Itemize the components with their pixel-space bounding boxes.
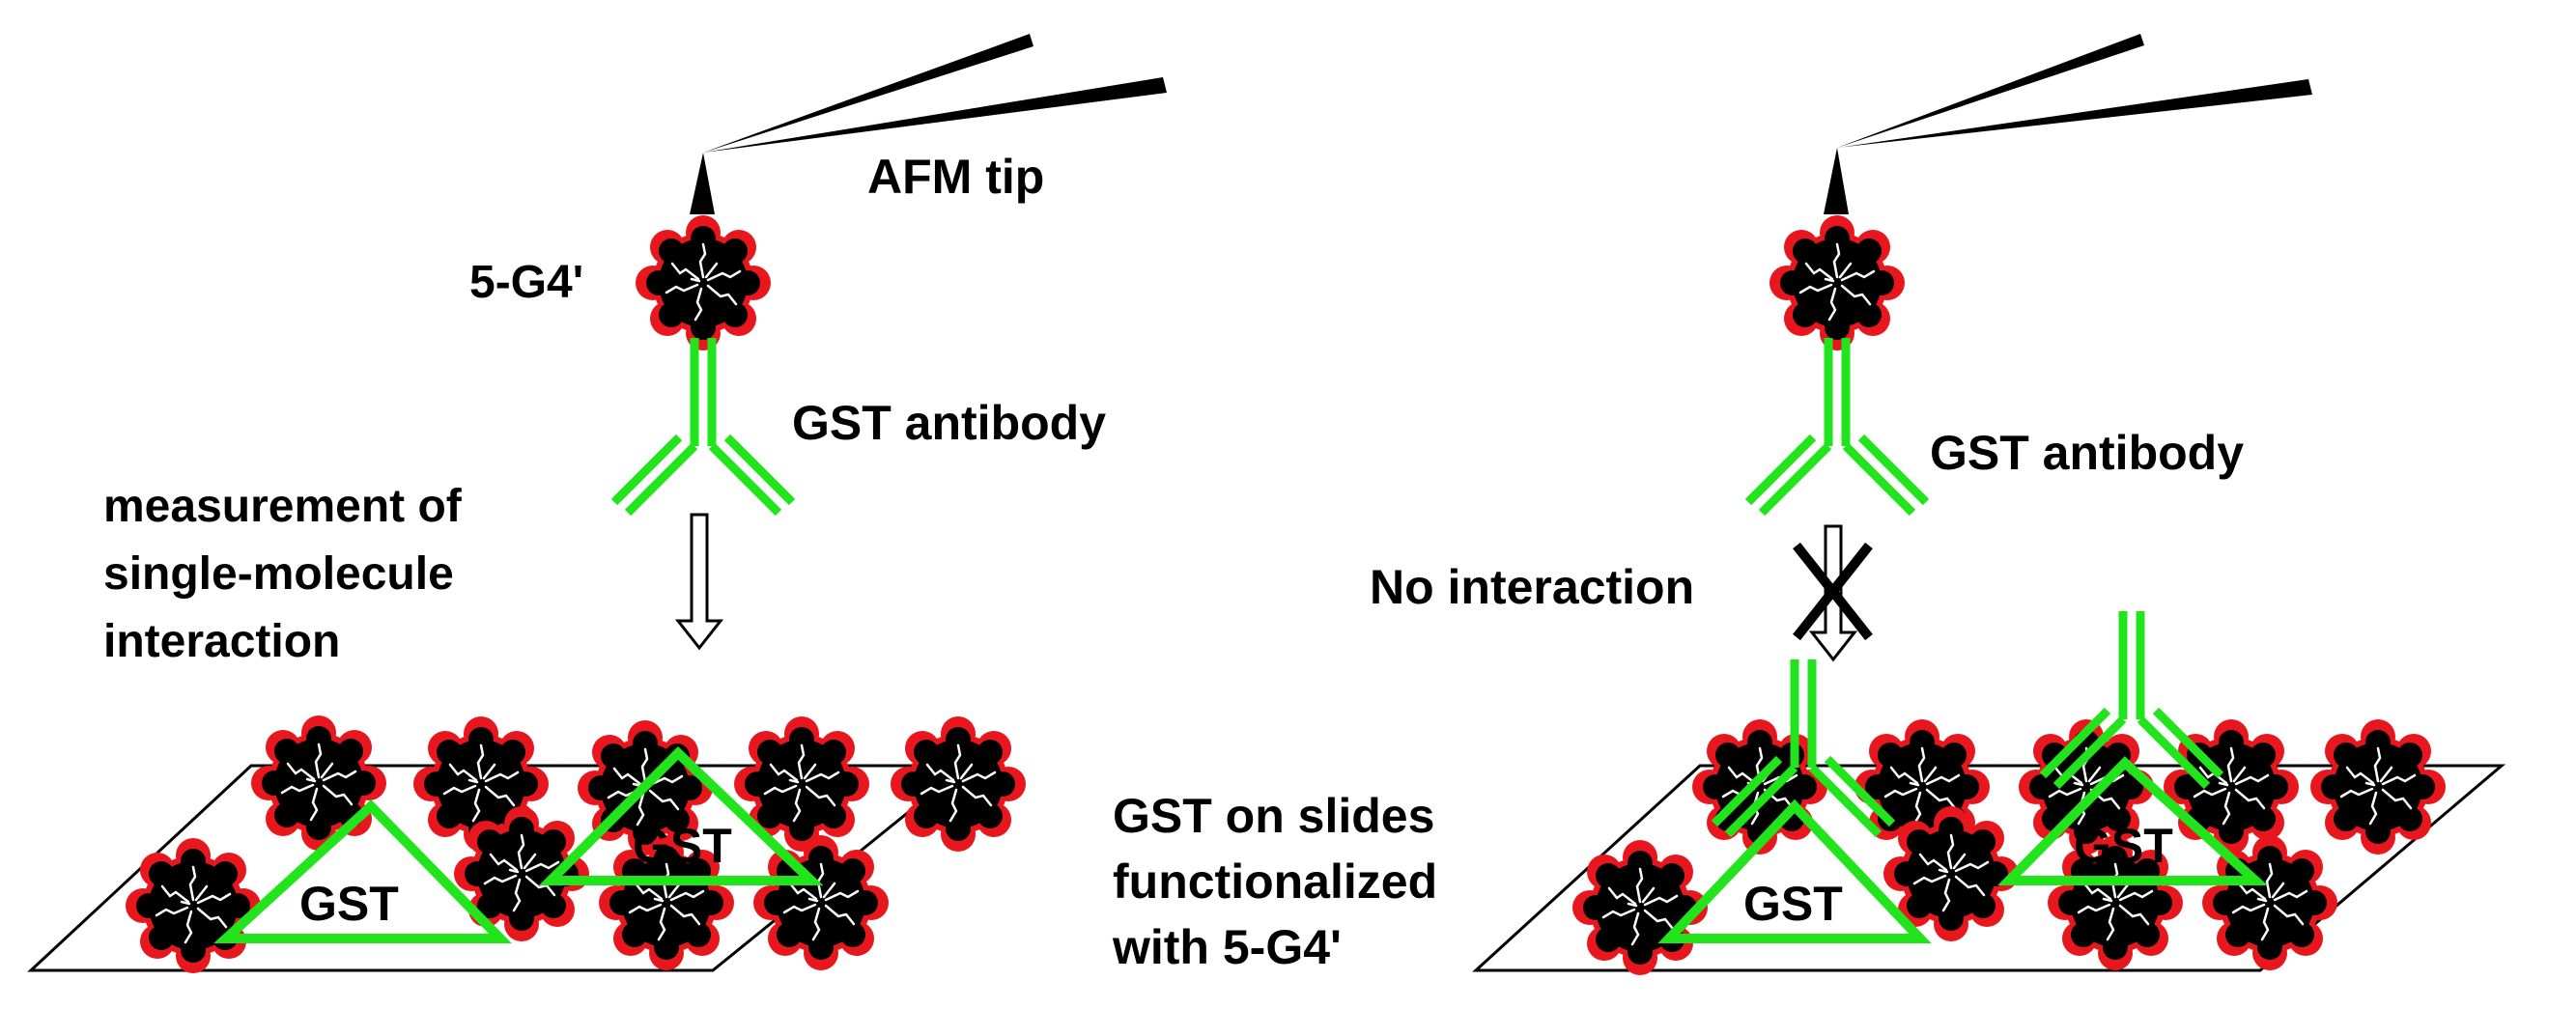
afm-tip-icon [1824, 34, 2312, 214]
afm-tip-icon [690, 34, 1167, 214]
slides-label-line1: GST on slides [1113, 789, 1434, 843]
antibody-label: GST antibody [1930, 426, 2244, 480]
antibody-label: GST antibody [792, 396, 1106, 450]
antibody-icon [1748, 338, 1926, 513]
measurement-label-line3: interaction [103, 616, 340, 667]
slides-label-line3: with 5-G4' [1112, 920, 1342, 974]
antibody-icon [614, 338, 792, 513]
molecule-label: 5-G4' [469, 257, 583, 308]
slide-surface [27, 764, 971, 972]
cross-icon [1793, 542, 1873, 641]
afm-tip-label: AFM tip [867, 150, 1044, 204]
measurement-label-line2: single-molecule [103, 548, 454, 600]
gst-label: GST [633, 819, 732, 873]
slides-label-line2: functionalized [1113, 855, 1437, 909]
molecule-icon [1768, 213, 1907, 352]
gst-triangle-icon [213, 746, 824, 943]
measurement-label-line1: measurement of [103, 481, 463, 532]
arrow-down-icon [676, 513, 722, 650]
no-interaction-label: No interaction [1370, 560, 1694, 614]
molecule-icon [634, 213, 773, 352]
gst-label: GST [1743, 877, 1843, 931]
gst-triangle-icon [1657, 756, 2268, 943]
gst-label: GST [2074, 819, 2173, 873]
gst-label: GST [299, 877, 399, 931]
